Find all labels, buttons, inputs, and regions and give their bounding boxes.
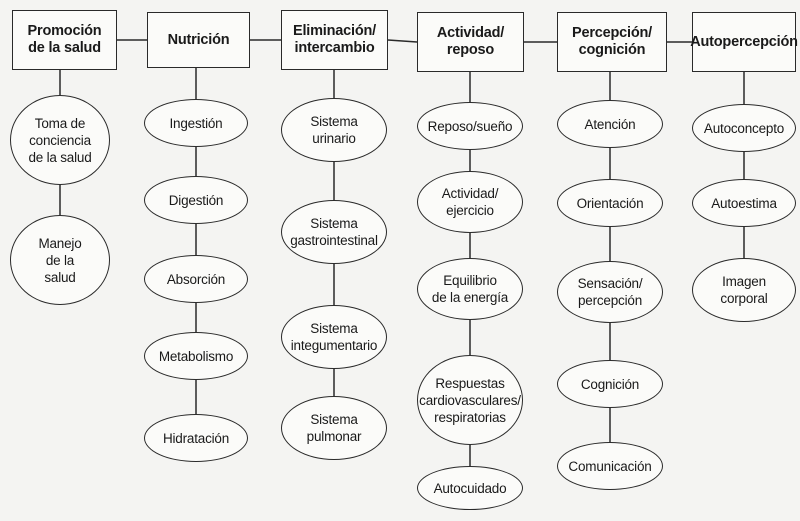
node-hidratacion: Hidratación	[144, 414, 248, 462]
node-comunicacion: Comunicación	[557, 442, 663, 490]
node-absorcion: Absorción	[144, 255, 248, 303]
node-toma-de-conciencia: Toma de conciencia de la salud	[10, 95, 110, 185]
node-reposo-sueno: Reposo/sueño	[417, 102, 523, 150]
node-respuestas-cardiovasculares: Respuestas cardiovasculares/ respiratori…	[417, 355, 523, 445]
node-autoestima: Autoestima	[692, 179, 796, 227]
node-sistema-gastrointestinal: Sistema gastrointestinal	[281, 200, 387, 264]
node-sistema-urinario: Sistema urinario	[281, 98, 387, 162]
category-promocion-box: Promoción de la salud	[12, 10, 117, 70]
category-actividad-box: Actividad/ reposo	[417, 12, 524, 72]
node-manejo-de-la-salud: Manejo de la salud	[10, 215, 110, 305]
header-link-line	[387, 39, 418, 43]
node-actividad-ejercicio: Actividad/ ejercicio	[417, 171, 523, 233]
node-autocuidado: Autocuidado	[417, 466, 523, 510]
node-sistema-pulmonar: Sistema pulmonar	[281, 396, 387, 460]
category-autopercepcion-box: Autopercepción	[690, 12, 798, 72]
node-sensacion-percepcion: Sensación/ percepción	[557, 261, 663, 323]
node-metabolismo: Metabolismo	[144, 332, 248, 380]
category-nutricion-box: Nutrición	[147, 12, 250, 68]
node-cognicion: Cognición	[557, 360, 663, 408]
category-eliminacion-box: Eliminación/ intercambio	[281, 10, 388, 70]
node-digestion: Digestión	[144, 176, 248, 224]
node-ingestion: Ingestión	[144, 99, 248, 147]
node-orientacion: Orientación	[557, 179, 663, 227]
node-sistema-integumentario: Sistema integumentario	[281, 305, 387, 369]
category-percepcion-box: Percepción/ cognición	[557, 12, 667, 72]
node-autoconcepto: Autoconcepto	[692, 104, 796, 152]
node-equilibrio-energia: Equilibrio de la energía	[417, 258, 523, 320]
node-imagen-corporal: Imagen corporal	[692, 258, 796, 322]
node-atencion: Atención	[557, 100, 663, 148]
